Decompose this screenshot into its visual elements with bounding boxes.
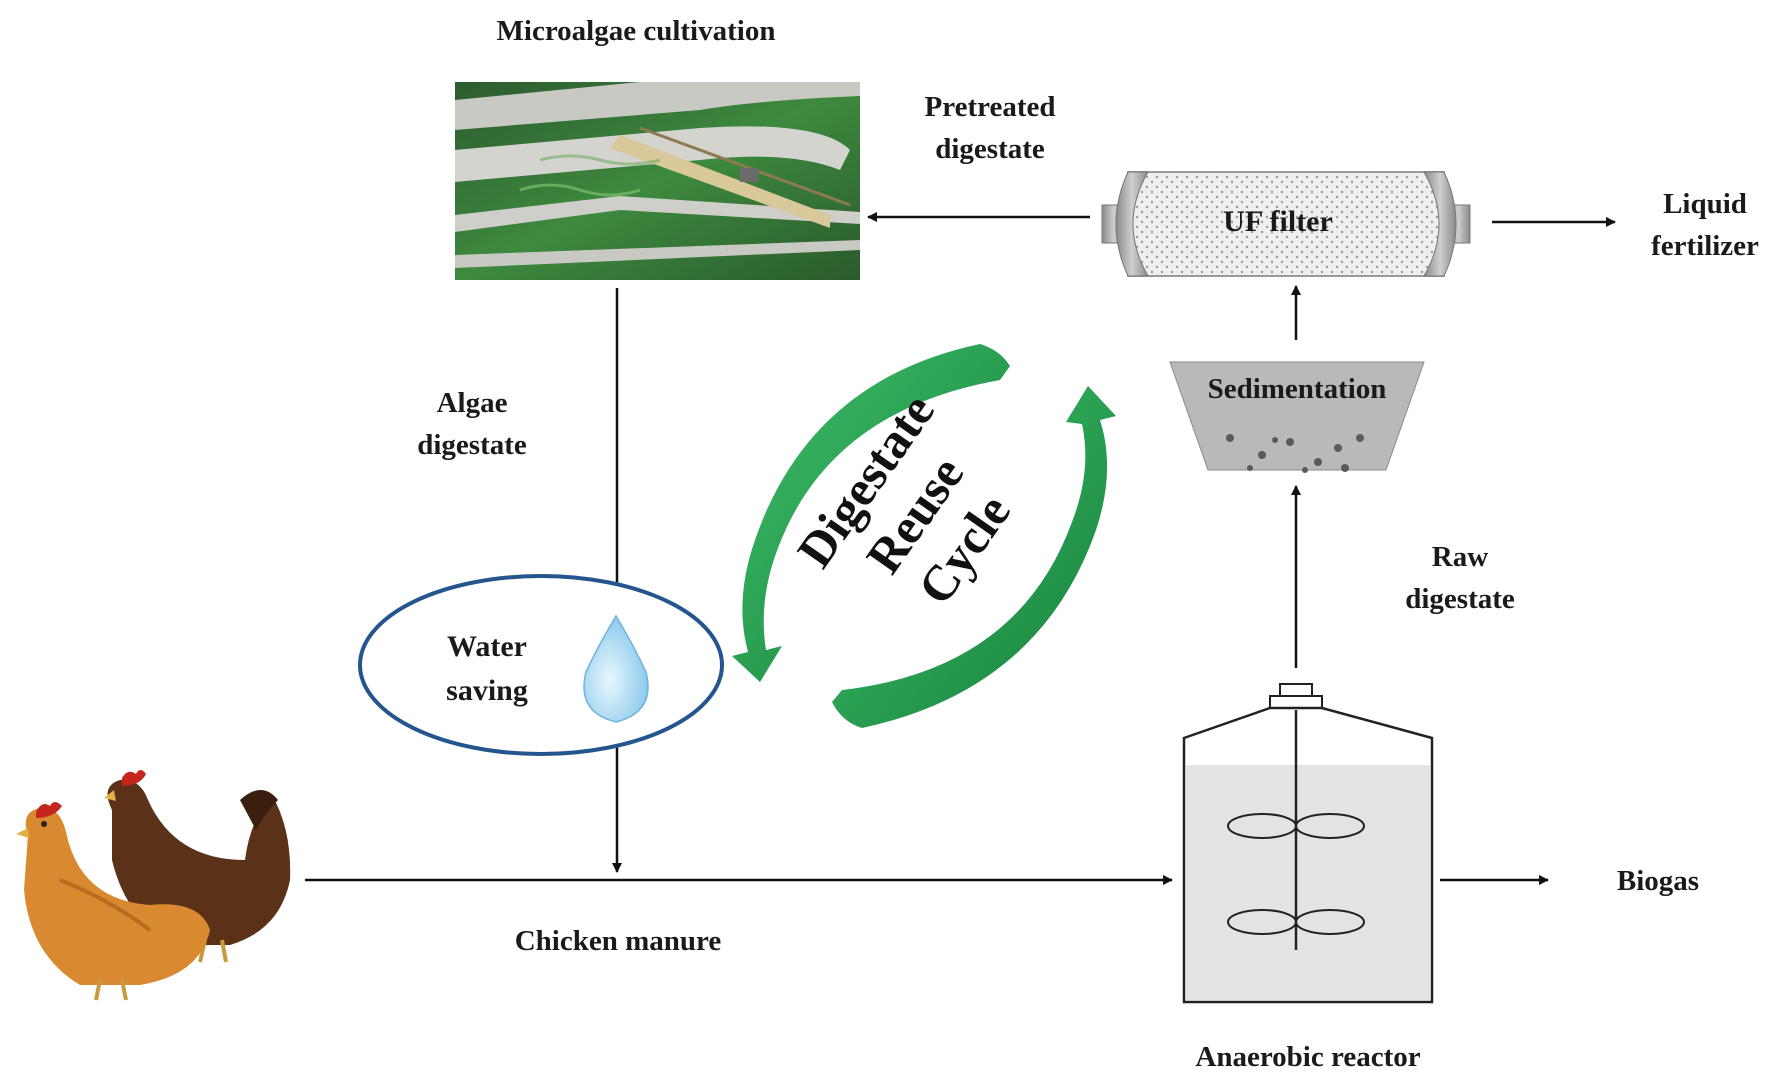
label-uf-filter: UF filter [1223,205,1333,238]
uf-filter-icon [1101,171,1471,277]
label-algae-2: digestate [417,429,527,461]
label-algae-1: Algae [437,387,508,419]
label-liquid-1: Liquid [1663,188,1747,220]
label-chicken-manure: Chicken manure [515,925,722,957]
label-sedimentation: Sedimentation [1208,373,1387,405]
cycle-arrow-right [832,386,1116,728]
label-biogas: Biogas [1617,865,1699,897]
label-pretreated-2: digestate [935,133,1045,165]
water-saving-ellipse [358,574,724,756]
cycle-arrow-left [732,344,1010,682]
chicken-icon [16,770,291,1001]
cycle-arrows [732,344,1116,728]
anaerobic-reactor-icon [1182,683,1434,1004]
label-water-2: saving [446,674,528,707]
cycle-label: Digestate Reuse Cycle [786,384,1021,615]
flow-arrows [305,212,1616,885]
label-anaerobic-reactor: Anaerobic reactor [1195,1041,1420,1073]
label-microalgae-cultivation: Microalgae cultivation [497,15,776,47]
label-pretreated-1: Pretreated [925,91,1056,123]
sedimentation-tank-icon [1169,361,1425,473]
label-liquid-2: fertilizer [1651,230,1759,262]
label-raw-2: digestate [1405,583,1515,615]
algae-pond-image [455,82,860,280]
label-raw-1: Raw [1432,541,1488,573]
label-water-1: Water [447,630,527,663]
water-drop-icon [583,614,649,723]
